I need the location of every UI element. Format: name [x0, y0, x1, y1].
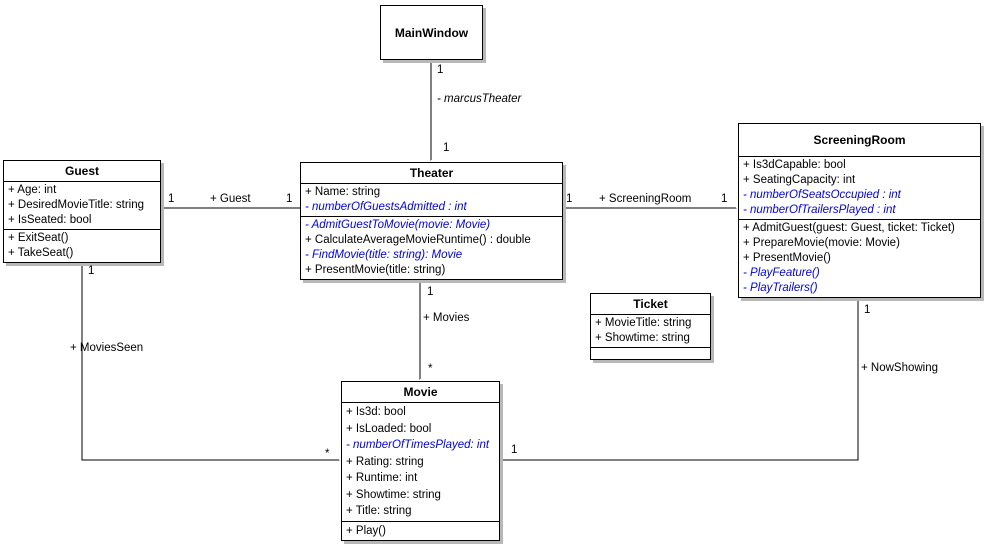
method-row: - PlayFeature(): [743, 267, 820, 279]
attribute-row: + SeatingCapacity: int: [743, 174, 856, 186]
attribute-row: + IsLoaded: bool: [346, 422, 432, 435]
class-title: MainWindow: [394, 25, 469, 40]
attribute-row: + Title: string: [346, 505, 412, 517]
role-label: + NowShowing: [861, 362, 939, 374]
attributes-section: + Is3d: bool + IsLoaded: bool - numberOfTi…: [342, 403, 499, 521]
edge-screeningroom-movie: [502, 295, 859, 461]
class-box-guest[interactable]: Guest + Age: int + DesiredMovieTitle: str…: [3, 160, 161, 263]
attribute-row: - numberOfTrailersPlayed : int: [743, 204, 896, 216]
methods-section: - AdmitGuestToMovie(movie: Movie) + Calcu…: [301, 216, 562, 279]
multiplicity-label: *: [325, 448, 330, 460]
attribute-row: + Runtime: int: [346, 472, 418, 484]
attributes-section: + MovieTitle: string + Showtime: string: [591, 315, 710, 347]
class-title: Theater: [301, 163, 562, 184]
class-box-theater[interactable]: Theater + Name: string - numberOfGuestsAd…: [300, 162, 563, 280]
attribute-row: + Showtime: string: [595, 332, 690, 344]
attribute-row: - numberOfTimesPlayed: int: [346, 439, 490, 451]
method-row: + PresentMovie(title: string): [305, 264, 446, 276]
method-row: + ExitSeat(): [8, 232, 69, 244]
attribute-row: + Name: string: [305, 186, 381, 198]
attribute-row: + MovieTitle: string: [595, 317, 692, 329]
attribute-row: + IsSeated: bool: [8, 214, 92, 226]
multiplicity-label: 1: [721, 193, 728, 205]
method-row: - AdmitGuestToMovie(movie: Movie): [305, 219, 491, 231]
role-label: + Guest: [210, 193, 251, 205]
multiplicity-label: 1: [168, 193, 175, 205]
role-label: + Movies: [423, 312, 470, 324]
attribute-row: + Age: int: [8, 184, 57, 196]
attribute-row: - numberOfSeatsOccupied : int: [743, 189, 901, 201]
class-box-ticket[interactable]: Ticket + MovieTitle: string + Showtime: s…: [590, 293, 711, 360]
method-row: + PresentMovie(): [743, 252, 831, 264]
attributes-section: + Age: int + DesiredMovieTitle: string + I…: [4, 182, 160, 229]
multiplicity-label: 1: [88, 265, 95, 277]
methods-section: [591, 347, 710, 359]
role-label: + ScreeningRoom: [599, 193, 692, 205]
method-row: + PrepareMovie(movie: Movie): [743, 237, 900, 249]
attribute-row: - numberOfGuestsAdmitted : int: [305, 201, 467, 213]
multiplicity-label: 1: [511, 444, 518, 456]
methods-section: + Play(): [342, 520, 499, 541]
attribute-row: + Showtime: string: [346, 488, 441, 501]
method-row: + CalculateAverageMovieRuntime() : doubl…: [305, 234, 531, 246]
class-box-mainwindow[interactable]: MainWindow: [380, 5, 483, 60]
attribute-row: + DesiredMovieTitle: string: [8, 199, 145, 211]
methods-section: + AdmitGuest(guest: Guest, ticket: Ticke…: [739, 219, 980, 297]
method-row: + AdmitGuest(guest: Guest, ticket: Ticke…: [743, 222, 955, 234]
attribute-row: + Is3dCapable: bool: [743, 159, 846, 171]
multiplicity-label: 1: [427, 286, 434, 298]
class-title: Ticket: [591, 294, 710, 315]
method-row: - FindMovie(title: string): Movie: [305, 249, 463, 261]
multiplicity-label: 1: [443, 142, 450, 154]
class-title: ScreeningRoom: [739, 124, 980, 157]
method-row: + TakeSeat(): [8, 247, 74, 259]
class-box-movie[interactable]: Movie + Is3d: bool + IsLoaded: bool - numb…: [341, 381, 500, 541]
class-title: Guest: [4, 161, 160, 182]
method-row: - PlayTrailers(): [743, 282, 818, 294]
method-row: + Play(): [346, 524, 386, 537]
multiplicity-label: *: [428, 363, 433, 375]
class-box-screeningroom[interactable]: ScreeningRoom + Is3dCapable: bool + Seati…: [738, 123, 981, 298]
multiplicity-label: 1: [437, 64, 444, 76]
multiplicity-label: 1: [286, 193, 293, 205]
edge-guest-movie: [81, 260, 339, 460]
role-label: + MoviesSeen: [70, 342, 144, 354]
attribute-row: + Rating: string: [346, 455, 424, 468]
attributes-section: + Is3dCapable: bool + SeatingCapacity: in…: [739, 157, 980, 219]
class-title: Movie: [342, 382, 499, 403]
role-label: - marcusTheater: [437, 93, 522, 105]
attribute-row: + Is3d: bool: [346, 406, 406, 418]
multiplicity-label: 1: [864, 304, 871, 316]
multiplicity-label: 1: [566, 193, 573, 205]
attributes-section: + Name: string - numberOfGuestsAdmitted :…: [301, 184, 562, 216]
methods-section: + ExitSeat() + TakeSeat(): [4, 229, 160, 262]
